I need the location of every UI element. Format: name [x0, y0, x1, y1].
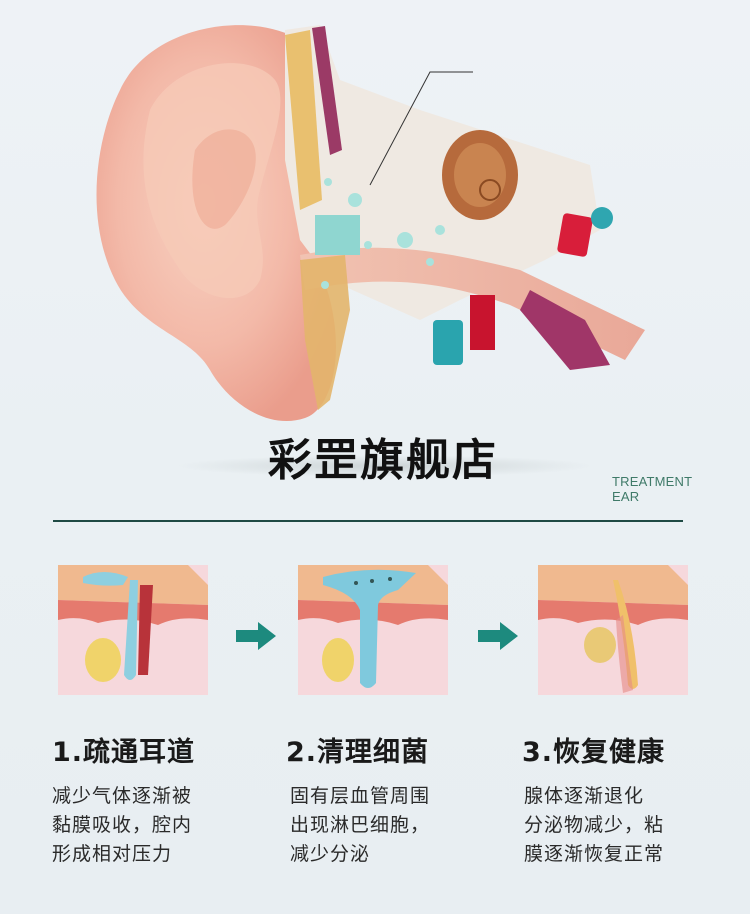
step-1-line: 形成相对压力 [52, 843, 173, 865]
ear-anatomy-illustration [96, 25, 645, 422]
step-1-description: 减少气体逐渐被 黏膜吸收，腔内 形成相对压力 [52, 782, 192, 869]
step-3-line: 膜逐渐恢复正常 [524, 843, 665, 865]
step-2-line: 出现淋巴细胞， [290, 814, 431, 836]
store-watermark: 彩罡旗舰店 [268, 435, 498, 486]
hero-section: 彩罡旗舰店 TREATMENT EAR [96, 25, 692, 504]
step-1-title: 1.疏通耳道 [52, 737, 196, 768]
step-1-line: 黏膜吸收，腔内 [52, 814, 193, 836]
step-1-illustration [58, 565, 208, 695]
arrow-right-icon [236, 622, 276, 650]
step-3-line: 分泌物减少，粘 [524, 814, 665, 836]
step-2-illustration [298, 565, 448, 695]
step-2-line: 减少分泌 [290, 843, 371, 865]
treatment-ear-label: TREATMENT EAR [612, 474, 692, 504]
watermark-shadow [175, 455, 595, 477]
step-2-line: 固有层血管周围 [290, 785, 431, 807]
section-divider [53, 520, 683, 522]
step-1-line: 减少气体逐渐被 [52, 785, 193, 807]
step-3-line: 腺体逐渐退化 [524, 785, 645, 807]
step-2-title: 2.清理细菌 [286, 737, 430, 768]
brand-label-line2: EAR [612, 489, 640, 504]
brand-label-line1: TREATMENT [612, 474, 693, 489]
step-3-illustration [538, 565, 688, 695]
step-3-description: 腺体逐渐退化 分泌物减少，粘 膜逐渐恢复正常 [524, 782, 664, 869]
step-2-description: 固有层血管周围 出现淋巴细胞， 减少分泌 [290, 782, 430, 869]
step-3-title: 3.恢复健康 [522, 737, 666, 768]
arrow-right-icon [478, 622, 518, 650]
